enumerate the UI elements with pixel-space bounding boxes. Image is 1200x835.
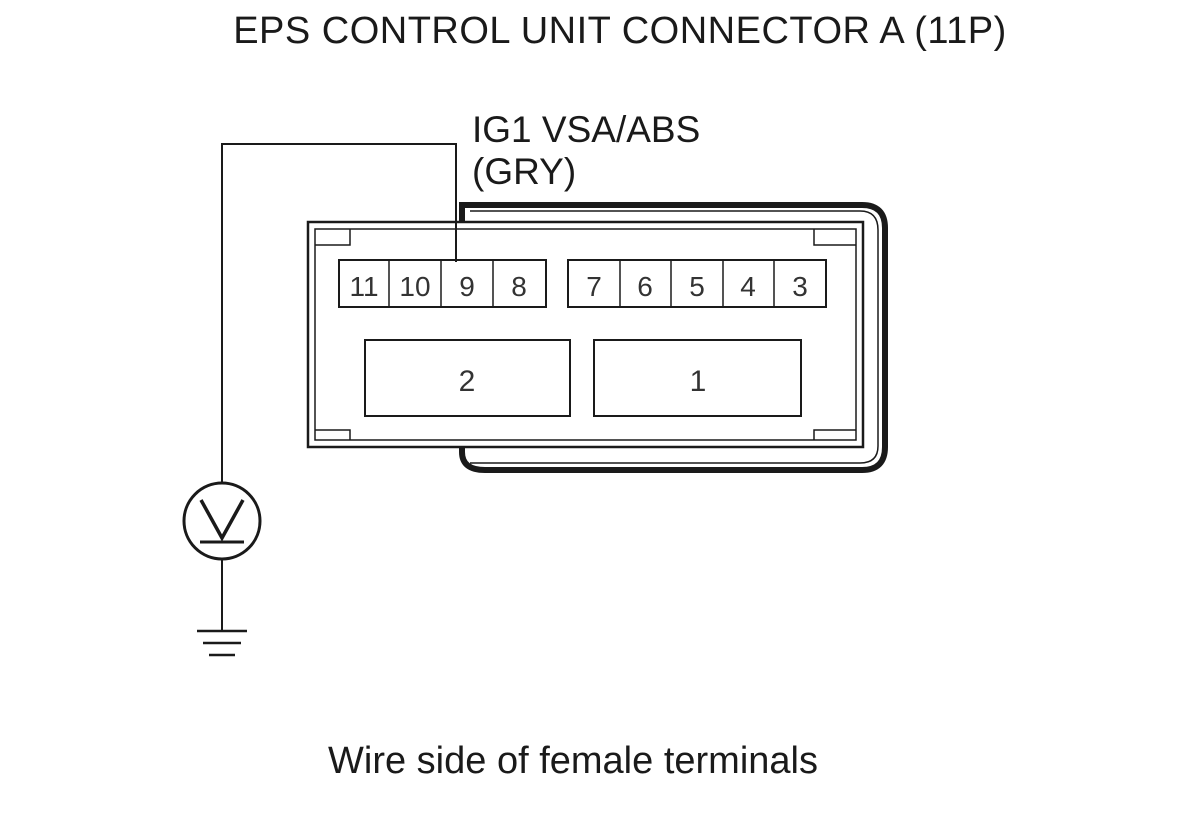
- terminal-2-label: 2: [459, 365, 476, 398]
- diagram-title: EPS CONTROL UNIT CONNECTOR A (11P): [233, 10, 1007, 52]
- terminal-block-left: 11 10 9 8: [338, 259, 547, 308]
- connector-shell-back: [459, 202, 888, 473]
- terminal-block-right: 7 6 5 4 3: [567, 259, 827, 308]
- terminal-6: 6: [637, 271, 653, 302]
- probe-wire: [221, 143, 457, 483]
- wire-label-color: (GRY): [472, 151, 577, 192]
- terminal-8: 8: [511, 271, 527, 302]
- terminal-11: 11: [349, 271, 378, 302]
- terminal-5: 5: [689, 271, 705, 302]
- corner-notch: [813, 229, 856, 246]
- diagram-caption: Wire side of female terminals: [328, 740, 818, 782]
- terminal-3: 3: [792, 271, 808, 302]
- terminal-1-label: 1: [690, 365, 707, 398]
- voltmeter-icon: [182, 481, 262, 561]
- terminal-9: 9: [459, 271, 475, 302]
- corner-notch: [813, 429, 856, 440]
- corner-notch: [315, 229, 351, 246]
- terminal-large-1: 1: [593, 339, 802, 417]
- wire-label-circuit: IG1 VSA/ABS: [472, 109, 701, 150]
- terminal-4: 4: [740, 271, 756, 302]
- connector-body: [306, 220, 865, 449]
- terminal-7: 7: [586, 271, 602, 302]
- terminal-10: 10: [399, 271, 430, 302]
- ground-icon: [197, 629, 247, 657]
- corner-notch: [315, 429, 351, 440]
- terminal-large-2: 2: [364, 339, 571, 417]
